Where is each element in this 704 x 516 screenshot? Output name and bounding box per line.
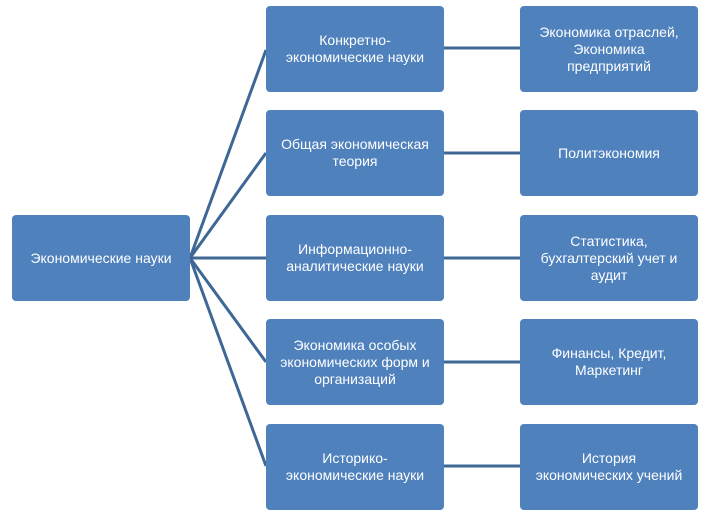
leaf-node-3-label: Финансы, Кредит,Маркетинг [551,345,667,378]
connector-root-branch-0 [188,49,268,259]
branch-node-4-label: Историко-экономические науки [285,450,425,483]
branch-node-0-label: Конкретно-экономические науки [285,32,425,65]
root-node-label: Экономические науки [30,249,172,266]
connector-root-branch-4 [188,257,268,467]
leaf-node-3: Финансы, Кредит,Маркетинг [520,319,698,405]
branch-node-2-label: Информационно-аналитические науки [286,241,424,274]
connector-root-branch-3 [188,257,268,363]
connector-root-branch-1 [188,152,268,259]
branch-node-2: Информационно-аналитические науки [266,215,444,301]
branch-node-0: Конкретно-экономические науки [266,6,444,92]
root-node: Экономические науки [12,215,190,301]
leaf-node-1: Политэкономия [520,110,698,196]
branch-node-4: Историко-экономические науки [266,424,444,510]
leaf-node-1-label: Политэкономия [558,144,660,161]
